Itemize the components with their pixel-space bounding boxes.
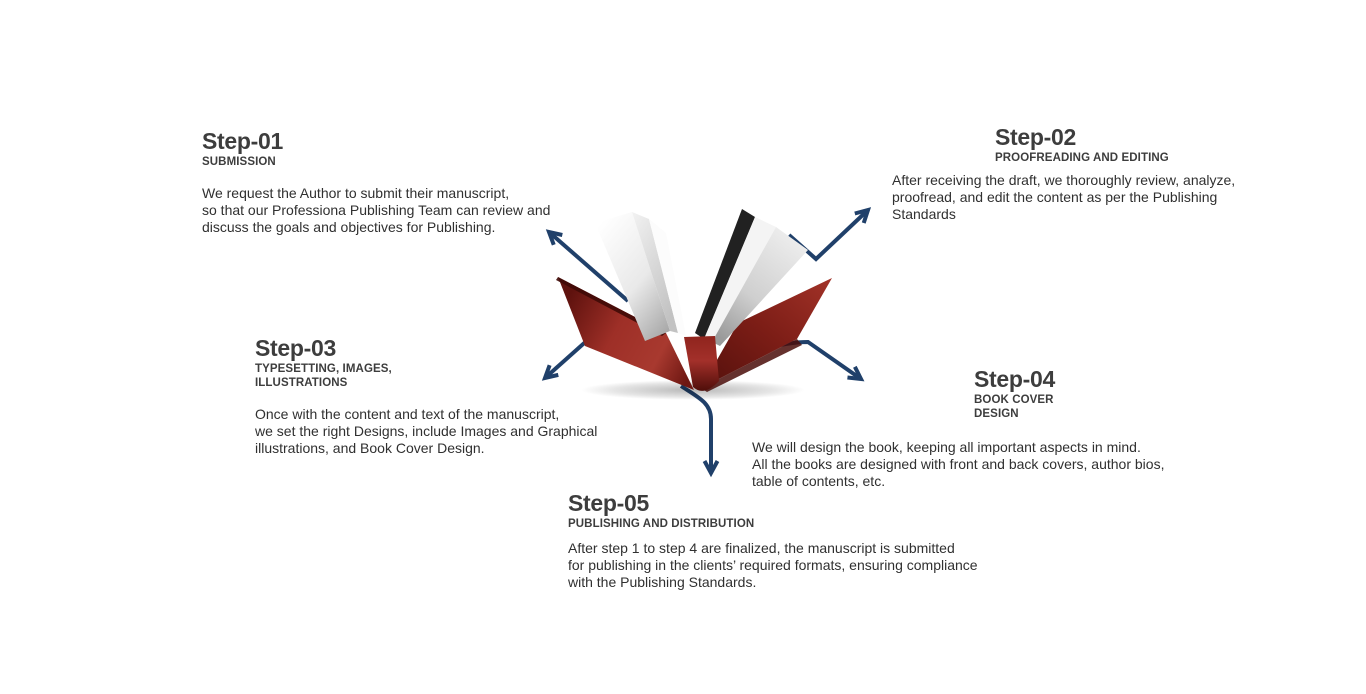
step-04-subtitle: BOOK COVER DESIGN bbox=[974, 394, 1054, 420]
step-01-title: Step-01 bbox=[202, 128, 283, 154]
book-page-dark bbox=[695, 209, 755, 339]
step-01-block: Step-01 SUBMISSION We request the Author… bbox=[202, 130, 550, 236]
step-05-block: Step-05 PUBLISHING AND DISTRIBUTION Afte… bbox=[568, 492, 978, 591]
step-01-description: We request the Author to submit their ma… bbox=[202, 185, 550, 236]
book-left-cover bbox=[558, 277, 694, 390]
step-01-description-line: discuss the goals and objectives for Pub… bbox=[202, 219, 496, 235]
step-03-title: Step-03 bbox=[255, 335, 336, 361]
step-03-subtitle: TYPESETTING, IMAGES, ILLUSTRATIONS bbox=[255, 363, 392, 389]
step-04-title: Step-04 bbox=[974, 366, 1055, 392]
step-03-description-line: Once with the content and text of the ma… bbox=[255, 406, 560, 422]
step-02-description: After receiving the draft, we thoroughly… bbox=[892, 172, 1235, 223]
step-01-description-line: We request the Author to submit their ma… bbox=[202, 185, 510, 201]
book-pages-left bbox=[595, 212, 686, 341]
step-04-description-line: We will design the book, keeping all imp… bbox=[752, 439, 1141, 455]
step-02-title: Step-02 bbox=[995, 124, 1076, 150]
step-03-block: Step-03 TYPESETTING, IMAGES, ILLUSTRATIO… bbox=[255, 337, 597, 457]
step-02-description-line: proofread, and edit the content as per t… bbox=[892, 189, 1218, 205]
book-right-cover bbox=[701, 278, 832, 388]
step-05-description-line: for publishing in the clients’ required … bbox=[568, 557, 978, 573]
step-03-description-line: we set the right Designs, include Images… bbox=[255, 423, 598, 439]
book-right-cover-edge bbox=[701, 339, 802, 392]
step-03-description: Once with the content and text of the ma… bbox=[255, 406, 597, 457]
step-01-description-line: so that our Professiona Publishing Team … bbox=[202, 202, 551, 218]
book-shadow bbox=[581, 380, 805, 400]
arrow-to-step-03 bbox=[541, 335, 593, 381]
step-05-description-line: After step 1 to step 4 are finalized, th… bbox=[568, 540, 955, 556]
step-05-description-line: with the Publishing Standards. bbox=[568, 574, 757, 590]
step-04-description-line: table of contents, etc. bbox=[752, 473, 886, 489]
step-02-description-line: After receiving the draft, we thoroughly… bbox=[892, 172, 1236, 188]
step-02-description-line: Standards bbox=[892, 206, 956, 222]
open-book-icon bbox=[556, 209, 832, 400]
step-02-block: Step-02 PROOFREADING AND EDITING After r… bbox=[892, 126, 1235, 223]
step-02-subtitle: PROOFREADING AND EDITING bbox=[995, 152, 1169, 164]
step-05-description: After step 1 to step 4 are finalized, th… bbox=[568, 540, 978, 591]
step-05-title: Step-05 bbox=[568, 490, 649, 516]
step-01-subtitle: SUBMISSION bbox=[202, 156, 276, 168]
step-04-block: Step-04 BOOK COVER DESIGN We will design… bbox=[752, 368, 1164, 490]
arrow-to-step-01 bbox=[545, 229, 630, 303]
step-04-description: We will design the book, keeping all imp… bbox=[752, 439, 1164, 490]
step-03-description-line: illustrations, and Book Cover Design. bbox=[255, 440, 485, 456]
book-spine bbox=[684, 336, 719, 391]
step-05-subtitle: PUBLISHING AND DISTRIBUTION bbox=[568, 518, 755, 530]
book-pages-right bbox=[704, 217, 808, 346]
step-04-description-line: All the books are designed with front an… bbox=[752, 456, 1165, 472]
